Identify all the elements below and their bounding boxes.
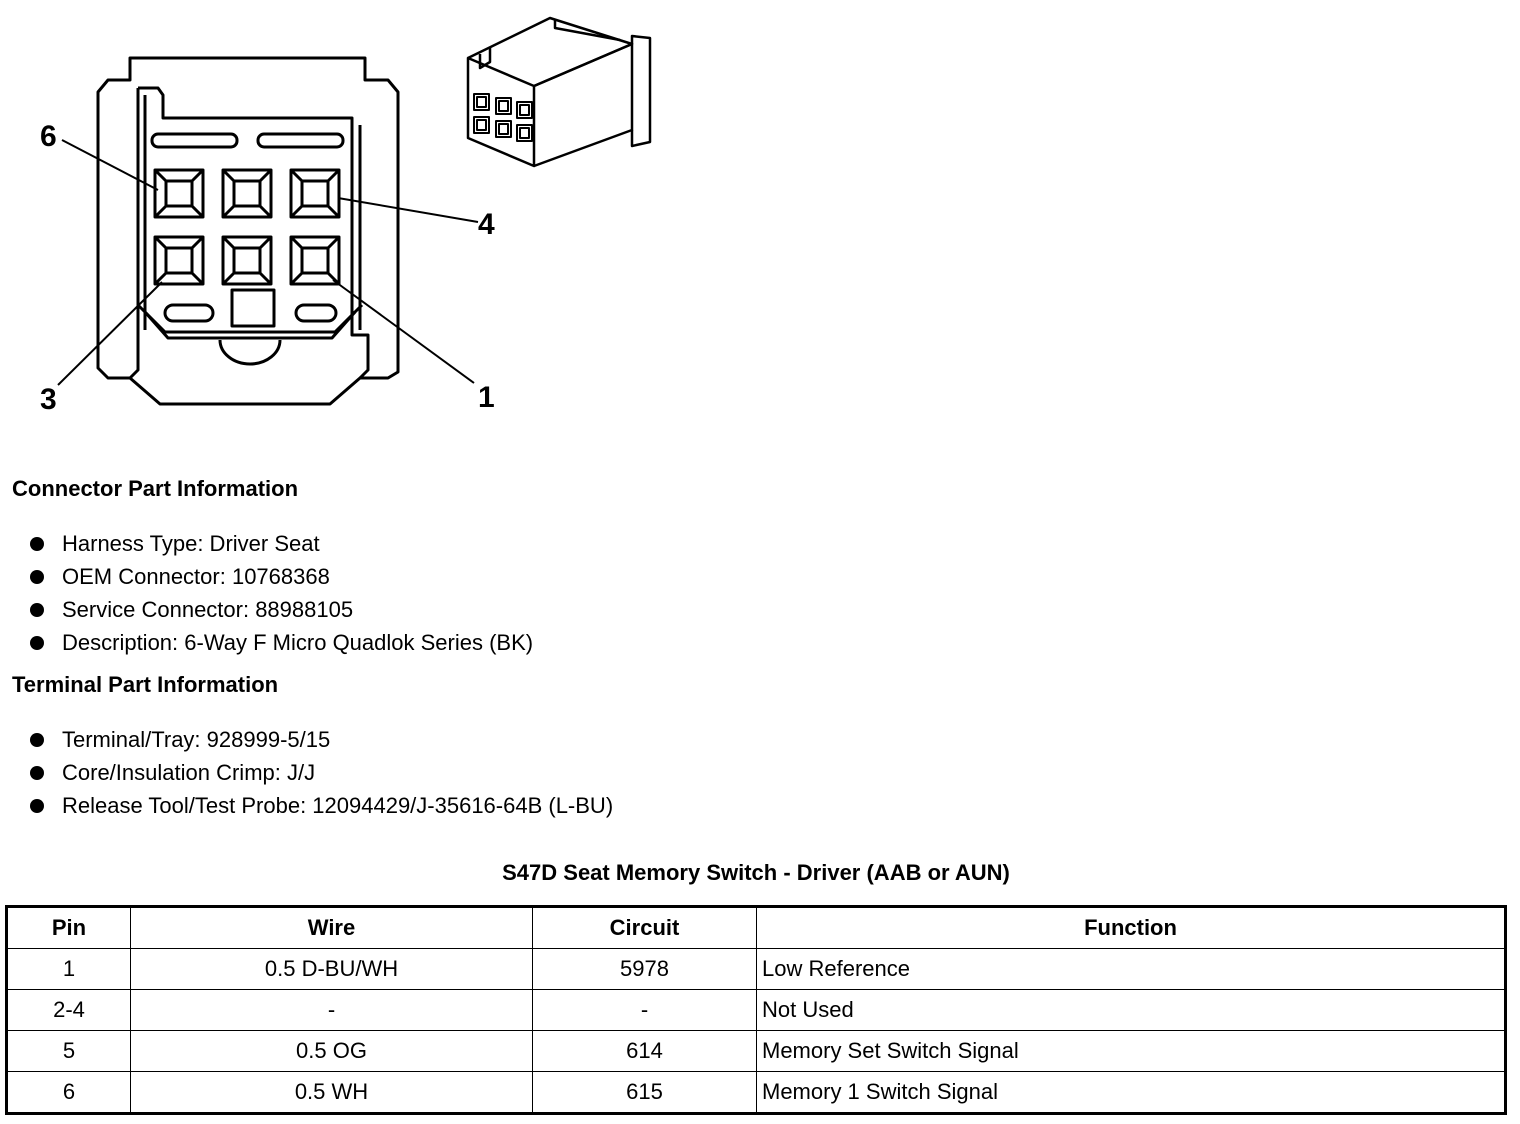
- cell-function: Memory 1 Switch Signal: [756, 1071, 1506, 1114]
- list-item: Service Connector: 88988105: [30, 593, 533, 626]
- lower-slot-left: [163, 303, 215, 323]
- bullet-icon: [30, 799, 44, 813]
- terminal-info-list: Terminal/Tray: 928999-5/15 Core/Insulati…: [30, 723, 613, 822]
- pin-callout-4: 4: [478, 208, 495, 241]
- column-header-function: Function: [756, 906, 1506, 949]
- cavity-1: [289, 235, 341, 286]
- cell-function: Memory Set Switch Signal: [756, 1030, 1506, 1072]
- cavity-5: [221, 168, 273, 219]
- column-header-wire: Wire: [130, 906, 533, 949]
- cell-circuit: -: [532, 989, 757, 1031]
- bullet-icon: [30, 570, 44, 584]
- cavity-4: [289, 168, 341, 219]
- leader-pin-3: [57, 281, 163, 386]
- pin-callout-3: 3: [40, 383, 57, 416]
- polarization-key: [230, 288, 276, 328]
- cavity-grid: [153, 168, 341, 286]
- bullet-icon: [30, 636, 44, 650]
- connector-isometric-view: [466, 16, 652, 168]
- callout-leaders: [57, 139, 479, 386]
- table-row: 5 0.5 OG 614 Memory Set Switch Signal: [6, 1030, 1506, 1072]
- bullet-icon: [30, 766, 44, 780]
- connector-face-diagram: [57, 16, 652, 406]
- table-row: 1 0.5 D-BU/WH 5978 Low Reference: [6, 948, 1506, 990]
- connector-info-heading: Connector Part Information: [12, 476, 299, 501]
- table-row: 6 0.5 WH 615 Memory 1 Switch Signal: [6, 1071, 1506, 1114]
- table-header-row: Pin Wire Circuit Function: [6, 906, 1506, 949]
- cavity-3: [153, 235, 205, 286]
- pin-callout-1: 1: [478, 381, 495, 414]
- list-item: Description: 6-Way F Micro Quadlok Serie…: [30, 626, 533, 659]
- cell-pin: 6: [6, 1071, 131, 1114]
- cell-wire: 0.5 OG: [130, 1030, 533, 1072]
- list-item: Terminal/Tray: 928999-5/15: [30, 723, 613, 756]
- terminal-info-heading: Terminal Part Information: [12, 672, 279, 697]
- leader-pin-6: [61, 139, 159, 191]
- column-header-pin: Pin: [6, 906, 131, 949]
- leader-pin-4: [337, 197, 479, 223]
- bullet-icon: [30, 537, 44, 551]
- cell-circuit: 614: [532, 1030, 757, 1072]
- leader-pin-1: [332, 279, 475, 384]
- table-title: S47D Seat Memory Switch - Driver (AAB or…: [502, 860, 1010, 885]
- table-row: 2-4 - - Not Used: [6, 989, 1506, 1031]
- list-item: OEM Connector: 10768368: [30, 560, 533, 593]
- cell-pin: 5: [6, 1030, 131, 1072]
- cell-pin: 1: [6, 948, 131, 990]
- connector-inner-housing: [128, 86, 370, 380]
- connector-info-list: Harness Type: Driver Seat OEM Connector:…: [30, 527, 533, 659]
- cavity-6: [153, 168, 205, 219]
- pinout-table: Pin Wire Circuit Function 1 0.5 D-BU/WH …: [5, 905, 1507, 1115]
- cell-function: Not Used: [756, 989, 1506, 1031]
- latch-slot-left: [150, 132, 239, 149]
- column-header-circuit: Circuit: [532, 906, 757, 949]
- list-item: Harness Type: Driver Seat: [30, 527, 533, 560]
- latch-slot-right: [256, 132, 345, 149]
- cell-pin: 2-4: [6, 989, 131, 1031]
- cell-wire: -: [130, 989, 533, 1031]
- cell-function: Low Reference: [756, 948, 1506, 990]
- cell-circuit: 615: [532, 1071, 757, 1114]
- list-item: Release Tool/Test Probe: 12094429/J-3561…: [30, 789, 613, 822]
- lower-slot-right: [294, 303, 338, 323]
- list-item: Core/Insulation Crimp: J/J: [30, 756, 613, 789]
- bullet-icon: [30, 603, 44, 617]
- cell-wire: 0.5 D-BU/WH: [130, 948, 533, 990]
- cell-wire: 0.5 WH: [130, 1071, 533, 1114]
- pin-callout-6: 6: [40, 120, 57, 153]
- cell-circuit: 5978: [532, 948, 757, 990]
- bullet-icon: [30, 733, 44, 747]
- cavity-2: [221, 235, 273, 286]
